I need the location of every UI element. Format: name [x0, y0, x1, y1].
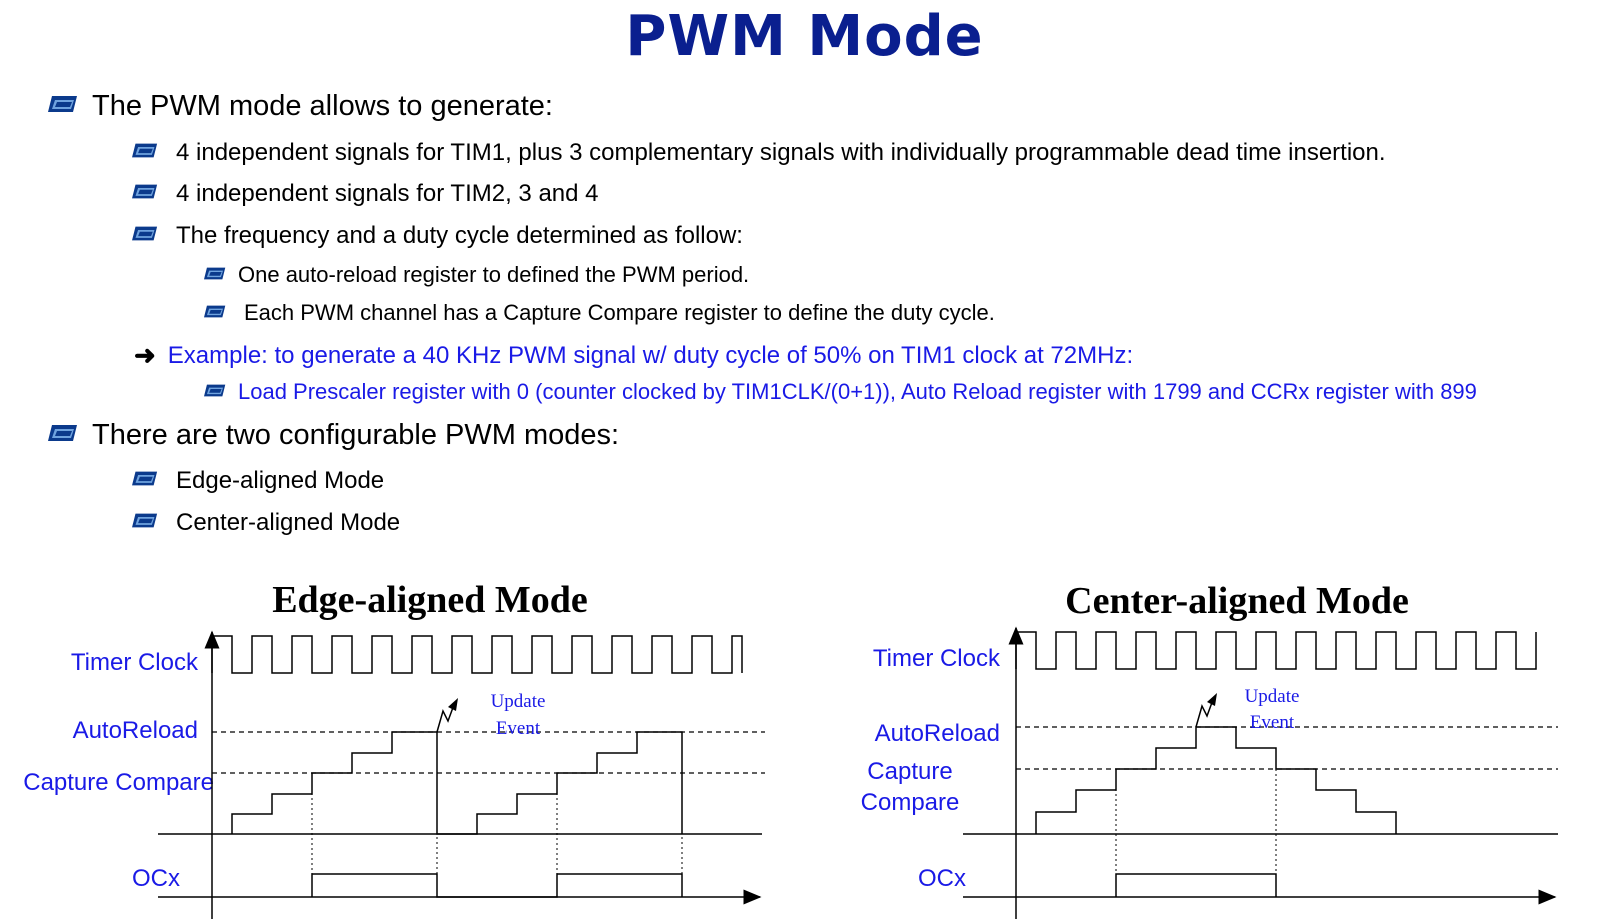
bullet-two-modes: There are two configurable PWM modes: — [48, 419, 619, 452]
folder-bullet-icon — [132, 139, 158, 167]
edge-ocx-label: OCx — [132, 865, 180, 892]
bullet-text: There are two configurable PWM modes: — [92, 419, 620, 451]
folder-bullet-icon — [132, 509, 158, 537]
example-line: ➜ Example: to generate a 40 KHz PWM sign… — [134, 340, 1133, 371]
bullet-text: 4 independent signals for TIM2, 3 and 4 — [176, 180, 599, 207]
bullet-text: Each PWM channel has a Capture Compare r… — [244, 300, 995, 325]
edge-aligned-diagram: Edge-aligned Mode Timer Clock AutoReload… — [23, 579, 765, 919]
bullet-text: 4 independent signals for TIM1, plus 3 c… — [176, 139, 1386, 166]
bullet-text: Center-aligned Mode — [176, 509, 401, 536]
bullet-tim1-signals: 4 independent signals for TIM1, plus 3 c… — [132, 139, 1386, 167]
center-aligned-title: Center-aligned Mode — [1065, 580, 1409, 622]
folder-bullet-icon — [204, 379, 226, 405]
bullet-center-aligned: Center-aligned Mode — [132, 509, 400, 537]
bullet-frequency-duty: The frequency and a duty cycle determine… — [132, 222, 743, 250]
folder-bullet-icon — [204, 300, 226, 326]
folder-bullet-icon — [48, 419, 78, 452]
folder-bullet-icon — [48, 90, 78, 123]
bullet-text: The frequency and a duty cycle determine… — [176, 222, 743, 249]
center-capture-label: Capture — [867, 758, 952, 785]
bullet-text: One auto-reload register to defined the … — [238, 262, 750, 287]
edge-ocx-waveform — [311, 873, 683, 898]
bullet-text: Load Prescaler register with 0 (counter … — [238, 379, 1477, 404]
bullet-text: Edge-aligned Mode — [176, 467, 385, 494]
bullet-auto-reload: One auto-reload register to defined the … — [204, 262, 749, 288]
edge-timer-clock-label: Timer Clock — [71, 649, 199, 676]
center-update-event-label-2: Event — [1250, 712, 1295, 733]
center-ocx-label: OCx — [918, 865, 966, 892]
folder-bullet-icon — [132, 180, 158, 208]
center-timer-clock-waveform — [1015, 631, 1537, 670]
center-update-event-label-1: Update — [1245, 686, 1300, 707]
edge-counter-staircase — [231, 731, 683, 835]
edge-update-event-label-2: Event — [496, 718, 541, 739]
center-ocx-waveform — [1115, 873, 1277, 897]
edge-update-event-arrowhead — [448, 698, 458, 711]
bullet-edge-aligned: Edge-aligned Mode — [132, 467, 384, 495]
bullet-text: The PWM mode allows to generate: — [92, 90, 553, 122]
center-counter-triangle — [1035, 726, 1397, 834]
page-title: PWM Mode — [625, 4, 984, 69]
edge-aligned-title: Edge-aligned Mode — [272, 579, 588, 621]
center-update-event-arrowhead — [1207, 693, 1217, 706]
center-timer-clock-label: Timer Clock — [873, 645, 1001, 672]
folder-bullet-icon — [132, 467, 158, 495]
right-arrow-icon: ➜ — [134, 340, 156, 370]
center-update-event-icon — [1195, 696, 1215, 728]
center-compare-label: Compare — [861, 789, 960, 816]
edge-update-event-icon — [436, 701, 456, 733]
bullet-load-prescaler: Load Prescaler register with 0 (counter … — [204, 379, 1477, 405]
folder-bullet-icon — [204, 262, 226, 288]
bullet-pwm-allows: The PWM mode allows to generate: — [48, 90, 553, 123]
edge-timer-clock-waveform — [211, 635, 743, 674]
center-aligned-diagram: Center-aligned Mode Timer Clock AutoRelo… — [861, 580, 1558, 919]
edge-autoreload-label: AutoReload — [73, 717, 198, 744]
edge-capture-compare-label: Capture Compare — [23, 769, 214, 796]
center-autoreload-label: AutoReload — [875, 720, 1000, 747]
example-text: Example: to generate a 40 KHz PWM signal… — [167, 341, 1134, 369]
folder-bullet-icon — [132, 222, 158, 250]
bullet-capture-compare: Each PWM channel has a Capture Compare r… — [204, 300, 995, 326]
bullet-tim234-signals: 4 independent signals for TIM2, 3 and 4 — [132, 180, 599, 208]
edge-update-event-label-1: Update — [491, 691, 546, 712]
